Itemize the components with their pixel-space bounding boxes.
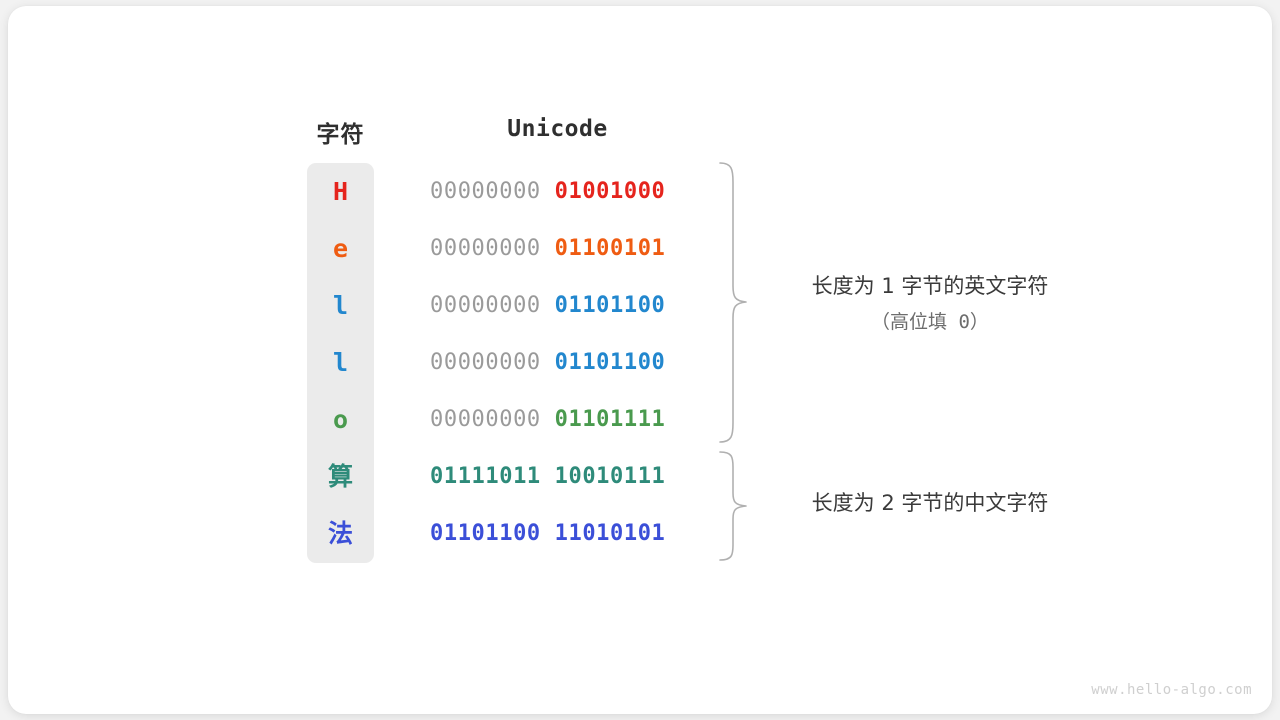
row-unicode-bits: 00000000 01100101	[430, 234, 700, 264]
table-row: H 00000000 01001000	[307, 177, 707, 207]
row-character: l	[332, 291, 349, 320]
table-row: l 00000000 01101100	[307, 348, 707, 378]
high-byte: 00000000	[430, 407, 541, 432]
annotation-one-byte: 长度为 1 字节的英文字符 （高位填 0）	[760, 268, 1100, 340]
column-header-unicode: Unicode	[507, 116, 608, 142]
byte-separator	[541, 521, 555, 546]
table-row: 算 01111011 10010111	[307, 462, 707, 492]
row-character: l	[332, 348, 349, 377]
annotation-one-byte-sub: （高位填 0）	[871, 311, 989, 333]
low-byte: 01101100	[554, 350, 666, 375]
high-byte: 00000000	[430, 293, 541, 318]
table-row: l 00000000 01101100	[307, 291, 707, 321]
high-byte: 00000000	[430, 179, 541, 204]
row-unicode-bits: 00000000 01101100	[430, 348, 700, 378]
byte-separator	[541, 350, 555, 375]
row-unicode-bits: 00000000 01001000	[430, 177, 700, 207]
low-byte: 01001000	[554, 179, 666, 204]
row-character: e	[332, 234, 349, 263]
byte-separator	[541, 293, 555, 318]
annotation-one-byte-main: 长度为 1 字节的英文字符	[811, 274, 1049, 298]
low-byte: 01101100	[554, 293, 666, 318]
column-header-character: 字符	[316, 121, 365, 147]
high-byte: 01101100	[430, 521, 541, 546]
row-unicode-bits: 00000000 01101100	[430, 291, 700, 321]
high-byte: 00000000	[430, 236, 541, 261]
row-character: H	[332, 177, 349, 206]
byte-separator	[541, 179, 555, 204]
row-unicode-bits: 01101100 11010101	[430, 519, 700, 549]
low-byte: 01101111	[554, 407, 666, 432]
brace-two-byte-group	[719, 451, 747, 561]
watermark-url: www.hello-algo.com	[1091, 682, 1252, 698]
table-row: e 00000000 01100101	[307, 234, 707, 264]
table-row: o 00000000 01101111	[307, 405, 707, 435]
low-byte: 01100101	[554, 236, 666, 261]
high-byte: 01111011	[430, 464, 541, 489]
byte-separator	[541, 407, 555, 432]
row-unicode-bits: 01111011 10010111	[430, 462, 700, 492]
figure-card	[8, 6, 1272, 714]
character-column-background	[307, 163, 374, 563]
annotation-two-byte-main: 长度为 2 字节的中文字符	[811, 491, 1049, 515]
annotation-two-byte: 长度为 2 字节的中文字符	[760, 487, 1100, 519]
row-unicode-bits: 00000000 01101111	[430, 405, 700, 435]
brace-one-byte-group	[719, 162, 747, 443]
low-byte: 10010111	[554, 464, 666, 489]
table-row: 法 01101100 11010101	[307, 519, 707, 549]
byte-separator	[541, 236, 555, 261]
row-character: 算	[327, 462, 353, 491]
high-byte: 00000000	[430, 350, 541, 375]
byte-separator	[541, 464, 555, 489]
row-character: o	[332, 405, 349, 434]
low-byte: 11010101	[554, 521, 666, 546]
row-character: 法	[327, 519, 353, 548]
